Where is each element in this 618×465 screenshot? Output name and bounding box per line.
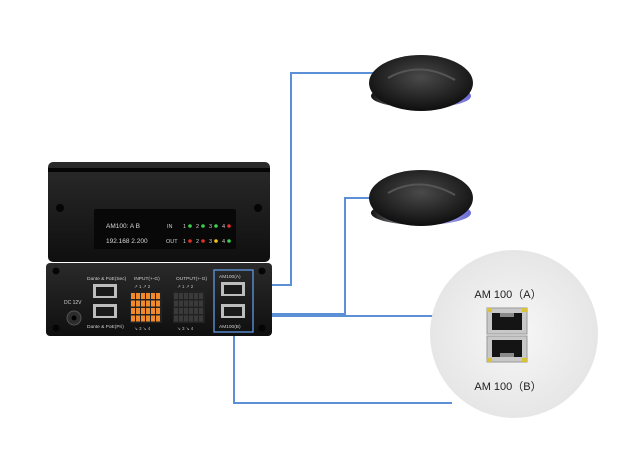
callout-port-a	[486, 307, 528, 335]
output-terminal-pin	[184, 308, 188, 314]
out-channel-4-label: 4	[222, 239, 225, 245]
input-terminal-pin	[141, 300, 145, 307]
input-terminal-pin	[131, 315, 135, 322]
output-terminal-pin	[189, 300, 193, 307]
out-channel-2-label: 2	[196, 239, 199, 245]
dc-power-label: DC 12V	[64, 300, 82, 306]
input-terminal-pin	[151, 308, 155, 314]
in-channel-2-label: 2	[196, 224, 199, 230]
callout-port-b	[486, 335, 528, 363]
output-terminal-block	[173, 291, 205, 323]
input-terminal-pin	[146, 315, 150, 322]
out-channel-3-led	[214, 239, 218, 243]
output-terminal-pin	[199, 308, 203, 314]
out-channel-2-led	[201, 239, 205, 243]
output-terminal-pin	[174, 308, 178, 314]
am100-port-highlight	[213, 269, 254, 333]
out-channel-4-led	[227, 239, 231, 243]
input-terminal-pin	[131, 293, 135, 299]
input-terminal-pin	[156, 315, 160, 322]
output-terminal-pin	[194, 308, 198, 314]
in-channel-3-led	[214, 224, 218, 228]
output-ch-bottom-label: ↘ 3 ↘ 4	[177, 326, 194, 331]
output-terminal-pin	[184, 293, 188, 299]
front-ip-text: 192.168 2.200	[106, 238, 148, 245]
am100-b-label: AM100(B)	[219, 324, 241, 330]
ceiling-microphone-top	[369, 55, 473, 111]
output-terminal-pin	[189, 308, 193, 314]
output-terminal-pin	[184, 300, 188, 307]
in-channel-1-label: 1	[183, 224, 186, 230]
out-channel-1-label: 1	[183, 239, 186, 245]
output-terminal-pin	[194, 293, 198, 299]
in-channel-1-led	[188, 224, 192, 228]
input-terminal-pin	[156, 308, 160, 314]
output-terminal-pin	[194, 315, 198, 322]
input-terminal-pin	[151, 315, 155, 322]
input-terminal-pin	[131, 308, 135, 314]
input-terminal-pin	[136, 308, 140, 314]
dante-sec-label: Dante & PoE(Sec)	[87, 276, 127, 282]
input-terminal-pin	[156, 293, 160, 299]
am100-a-label: AM100(A)	[219, 274, 241, 280]
output-terminal-pin	[179, 300, 183, 307]
input-terminal-pin	[136, 315, 140, 322]
in-channel-4-label: 4	[222, 224, 225, 230]
in-channel-4-led	[227, 224, 231, 228]
input-terminal-pin	[141, 308, 145, 314]
input-terminal-block	[130, 291, 162, 323]
output-ch-top-label: ↗ 1 ↗ 2	[177, 284, 194, 289]
output-terminal-pin	[199, 315, 203, 322]
cable-to-middle-microphone	[251, 197, 378, 315]
device-rear-panel: DC 12V Dante & PoE(Sec) Dante & PoE(Pri)…	[46, 263, 272, 336]
front-model-text: AM100: A B	[106, 223, 140, 230]
output-terminal-pin	[174, 293, 178, 299]
input-terminal-pin	[151, 293, 155, 299]
input-terminal-pin	[146, 308, 150, 314]
input-terminal-pin	[141, 293, 145, 299]
device-front-panel: AM100: A B 192.168 2.200 IN OUT 1 2 3 4 1 2 3…	[48, 162, 270, 262]
output-channel-labels: 1 2 3 4	[183, 239, 231, 245]
input-terminal-pin	[141, 315, 145, 322]
output-terminal-pin	[199, 300, 203, 307]
cable-to-port-callout-bottom	[233, 331, 452, 404]
input-terminal-label: INPUT(+-G)	[134, 276, 160, 282]
output-terminal-pin	[179, 308, 183, 314]
input-terminal-pin	[146, 300, 150, 307]
callout-bottom-label: AM 100（B）	[474, 380, 541, 393]
port-callout: AM 100（A） AM 100（B）	[430, 250, 598, 418]
in-channel-3-label: 3	[209, 224, 212, 230]
input-terminal-pin	[136, 293, 140, 299]
output-terminal-pin	[189, 315, 193, 322]
output-terminal-pin	[179, 315, 183, 322]
output-terminal-pin	[194, 300, 198, 307]
input-terminal-pin	[131, 300, 135, 307]
input-channel-labels: 1 2 3 4	[183, 224, 231, 230]
output-terminal-pin	[179, 293, 183, 299]
out-channel-1-led	[188, 239, 192, 243]
ceiling-microphone-middle	[369, 170, 473, 226]
in-channel-2-led	[201, 224, 205, 228]
front-in-label: IN	[167, 224, 173, 230]
input-ch-top-label: ↗ 1 ↗ 2	[134, 284, 151, 289]
front-out-label: OUT	[166, 239, 178, 245]
output-terminal-pin	[184, 315, 188, 322]
output-terminal-pin	[189, 293, 193, 299]
input-ch-bottom-label: ↘ 3 ↘ 4	[134, 326, 151, 331]
callout-top-label: AM 100（A）	[474, 288, 541, 301]
output-terminal-label: OUTPUT(+-G)	[176, 276, 207, 282]
input-terminal-pin	[136, 300, 140, 307]
input-terminal-pin	[156, 300, 160, 307]
output-terminal-pin	[174, 315, 178, 322]
out-channel-3-label: 3	[209, 239, 212, 245]
output-terminal-pin	[199, 293, 203, 299]
dante-pri-label: Dante & PoE(Pri)	[87, 324, 124, 330]
input-terminal-pin	[151, 300, 155, 307]
input-terminal-pin	[146, 293, 150, 299]
output-terminal-pin	[174, 300, 178, 307]
